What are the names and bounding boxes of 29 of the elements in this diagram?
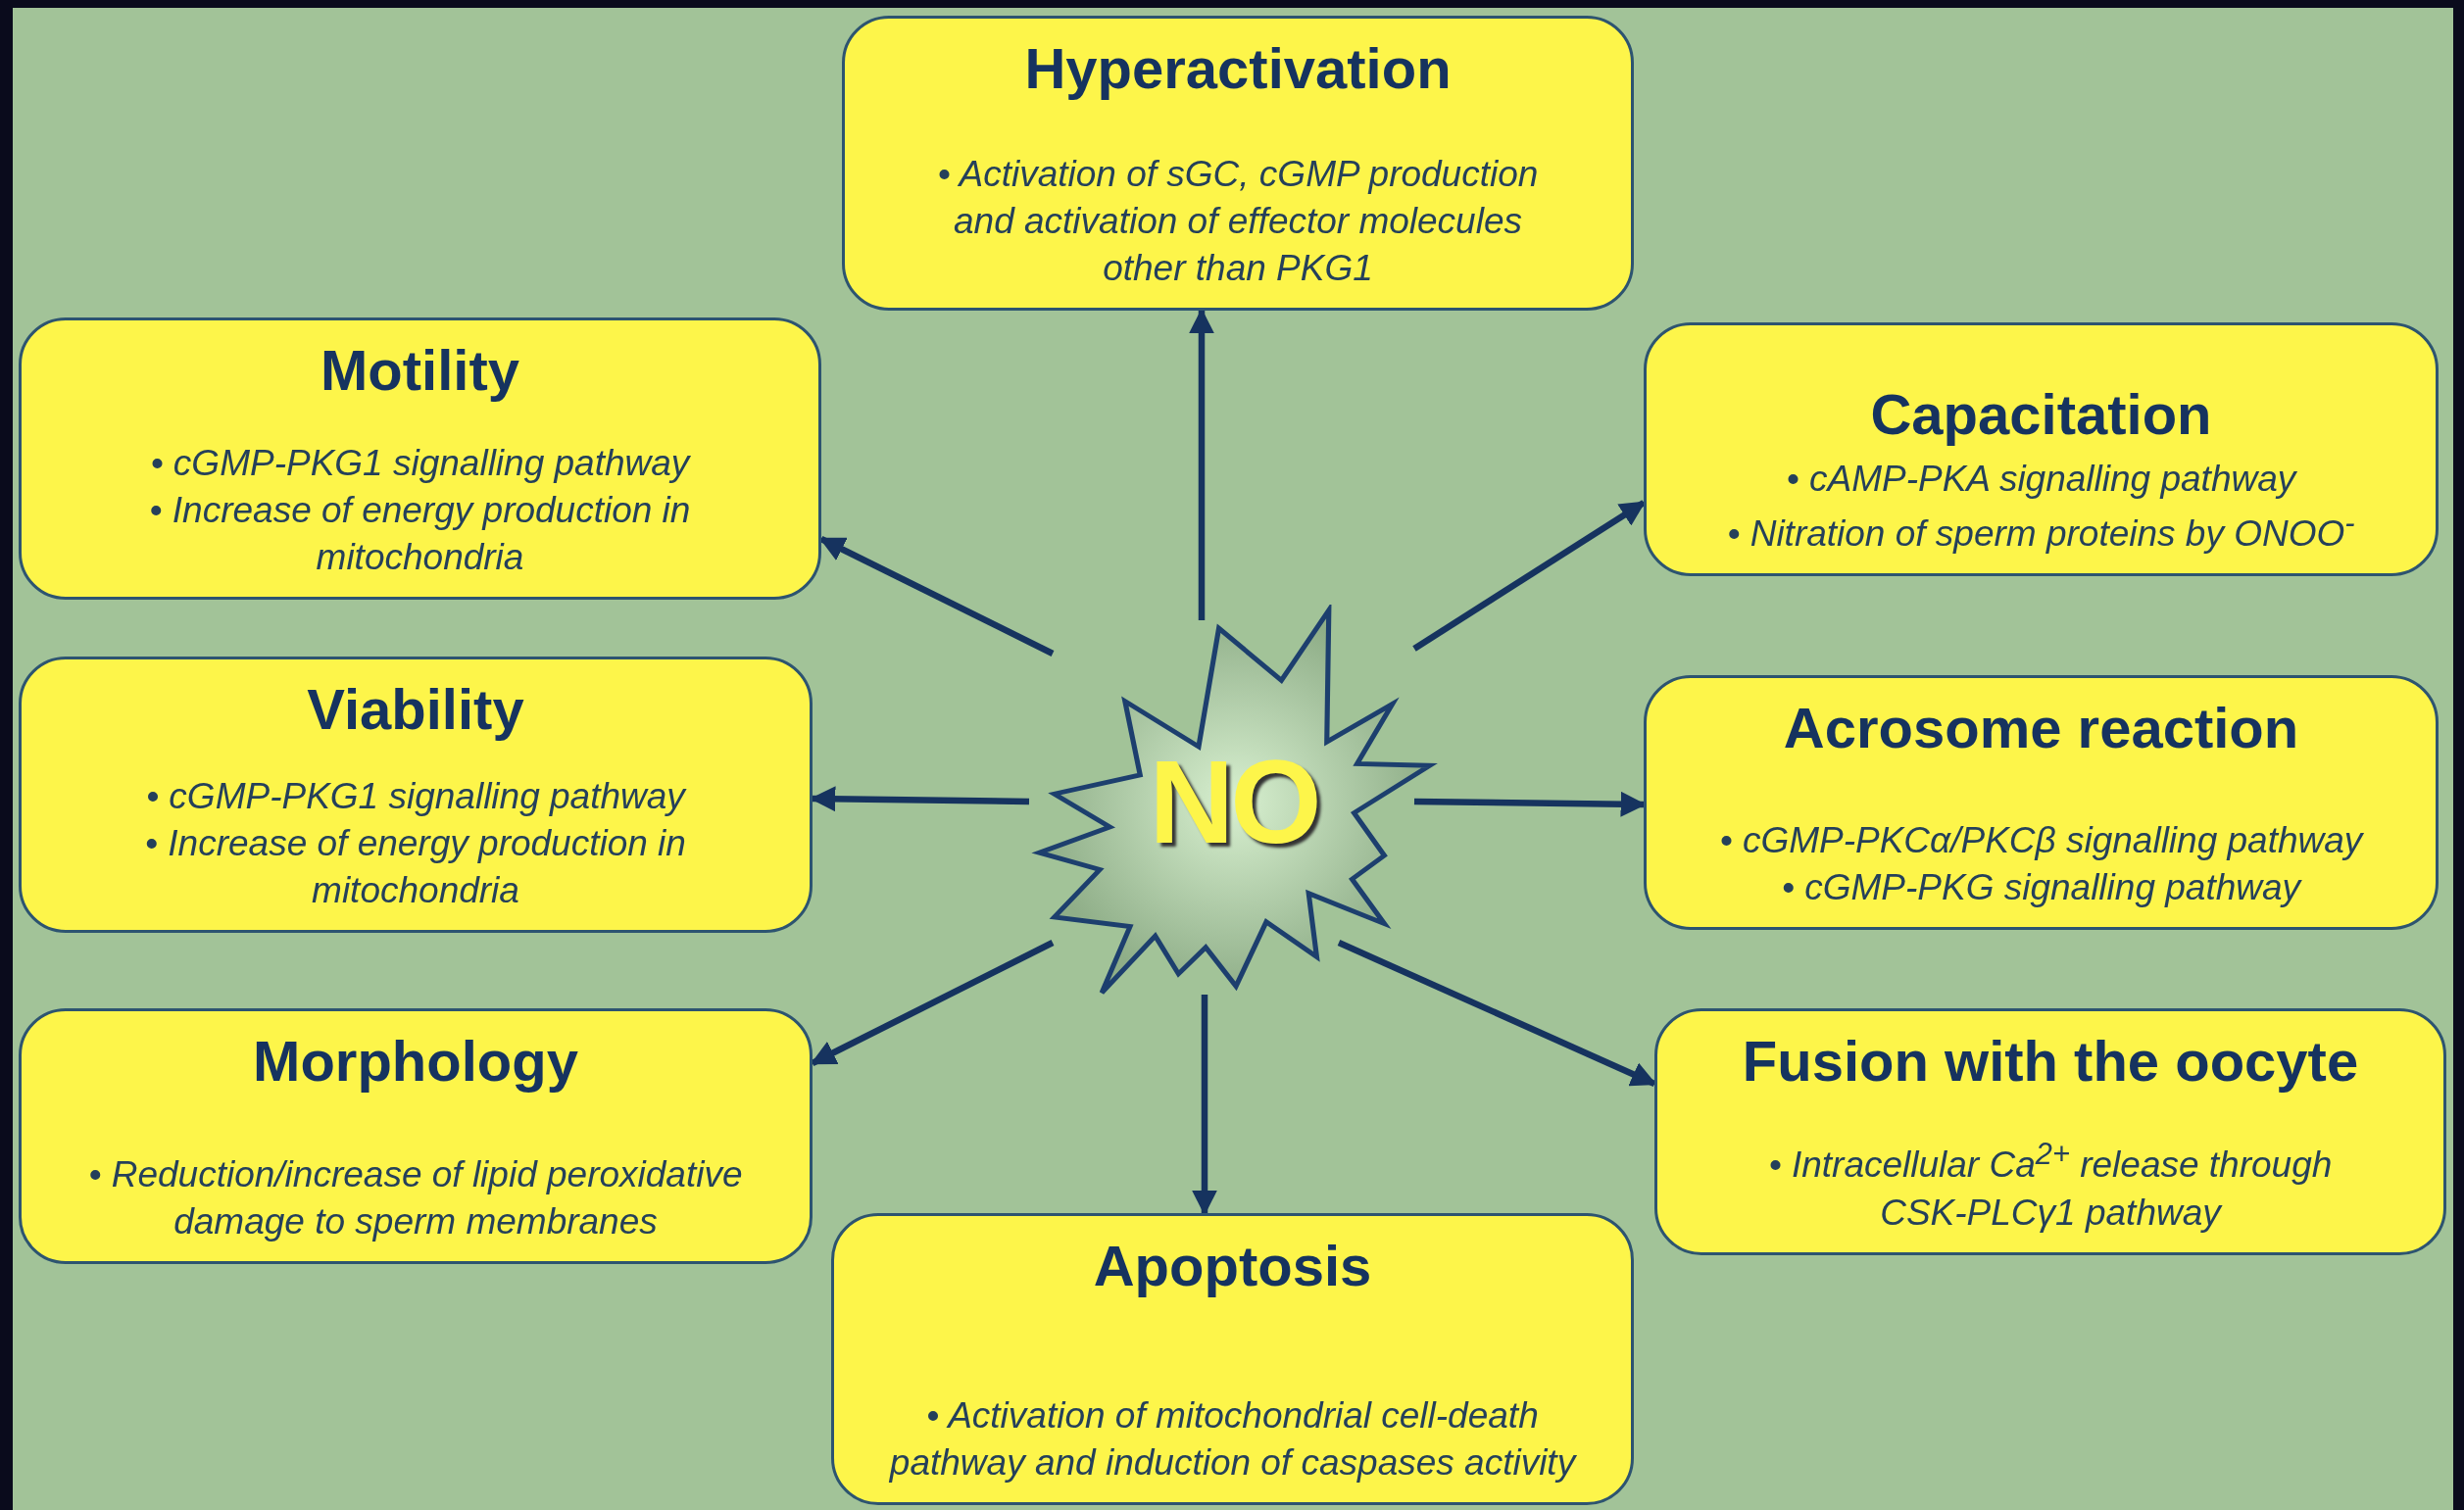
box-heading: Acrosome reaction — [1783, 696, 2299, 761]
bullet-text: • cAMP-PKA signalling pathway — [1785, 458, 2298, 502]
node-label: NO — [1149, 734, 1318, 869]
bullet-text: • cGMP-PKG1 signalling pathway — [149, 441, 692, 485]
rounded-box — [1644, 675, 2439, 930]
bullet-text: • cGMP-PKCα/PKCβ signalling pathway — [1719, 818, 2363, 862]
bullet-text: • Reduction/increase of lipid peroxidative damage to sperm membranes — [87, 1152, 744, 1243]
box-heading: Motility — [320, 338, 519, 404]
box-heading: Capacitation — [1870, 382, 2212, 448]
bullet-text: • Increase of energy production in mitochondria — [144, 821, 687, 912]
box-heading: Viability — [307, 677, 524, 743]
rounded-box — [19, 317, 821, 600]
bullet-text: • Intracellular Ca$^{2+}$ release through CSK-PLCγ1 pathway — [1767, 1136, 2334, 1235]
rounded-box — [19, 657, 813, 933]
rounded-box — [831, 1213, 1634, 1505]
box-heading: Fusion with the oocyte — [1742, 1029, 2359, 1095]
rounded-box — [1654, 1008, 2446, 1255]
bullet-text: • Nitration of sperm proteins by ONOO$^{-}$ — [1727, 504, 2355, 556]
box-heading: Morphology — [253, 1029, 578, 1095]
rounded-box — [842, 16, 1634, 311]
bullet-text: • Activation of mitochondrial cell-death pathway and induction of caspases activity — [888, 1393, 1578, 1485]
rounded-box — [19, 1008, 813, 1264]
bullet-text: • Increase of energy production in mitochondria — [148, 488, 692, 579]
box-heading: Apoptosis — [1093, 1234, 1372, 1299]
bullet-text: • cGMP-PKG signalling pathway — [1780, 865, 2303, 909]
bullet-text: • Activation of sGC, cGMP production and activation of effector molecules other than PKG1 — [936, 152, 1540, 290]
rounded-box — [1644, 322, 2439, 576]
bullet-text: • cGMP-PKG1 signalling pathway — [145, 774, 688, 818]
box-heading: Hyperactivation — [1024, 36, 1452, 102]
